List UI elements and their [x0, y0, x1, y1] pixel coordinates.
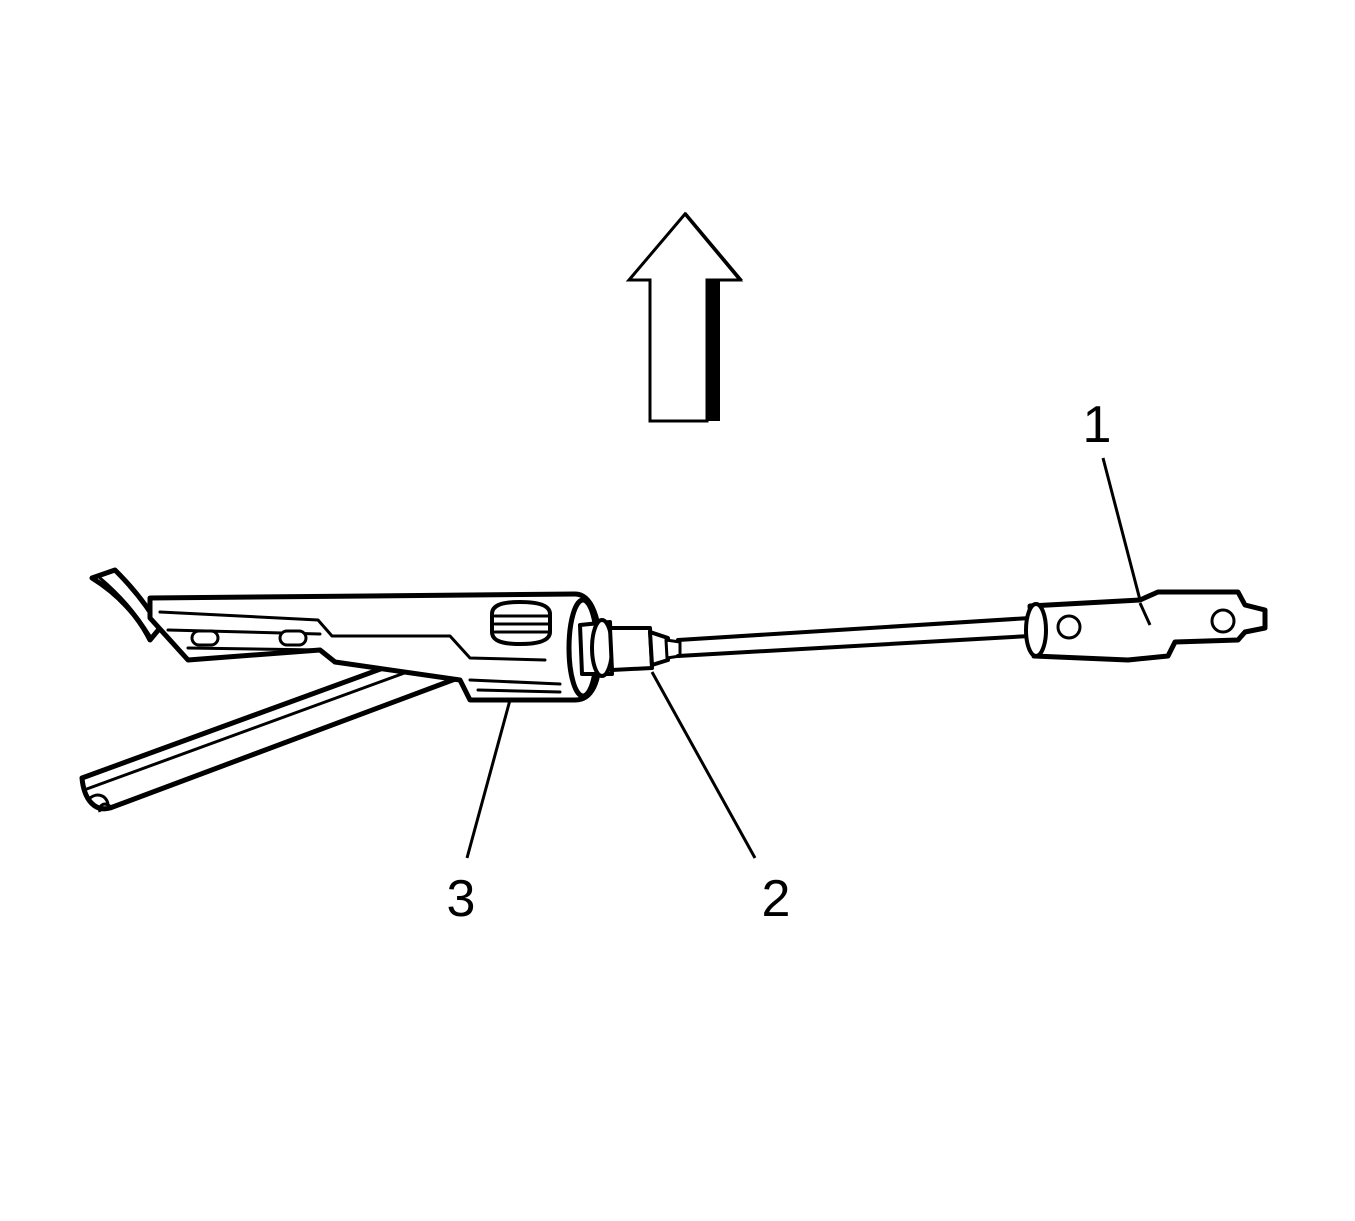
callout-1: 1	[1083, 396, 1112, 454]
cable-rod	[676, 616, 1032, 658]
leader-lines	[465, 457, 1142, 859]
callout-3: 3	[447, 870, 476, 928]
leader-line-3	[465, 699, 512, 859]
cable-fitting	[578, 618, 682, 678]
leader-line-2	[650, 671, 757, 859]
up-arrow-icon	[625, 211, 744, 423]
leader-line-1	[1101, 457, 1142, 601]
callout-2: 2	[762, 870, 791, 928]
cable-end-upper	[89, 567, 163, 643]
cable-end-clevis	[1024, 589, 1268, 663]
cable-sheath-lower	[79, 637, 477, 813]
